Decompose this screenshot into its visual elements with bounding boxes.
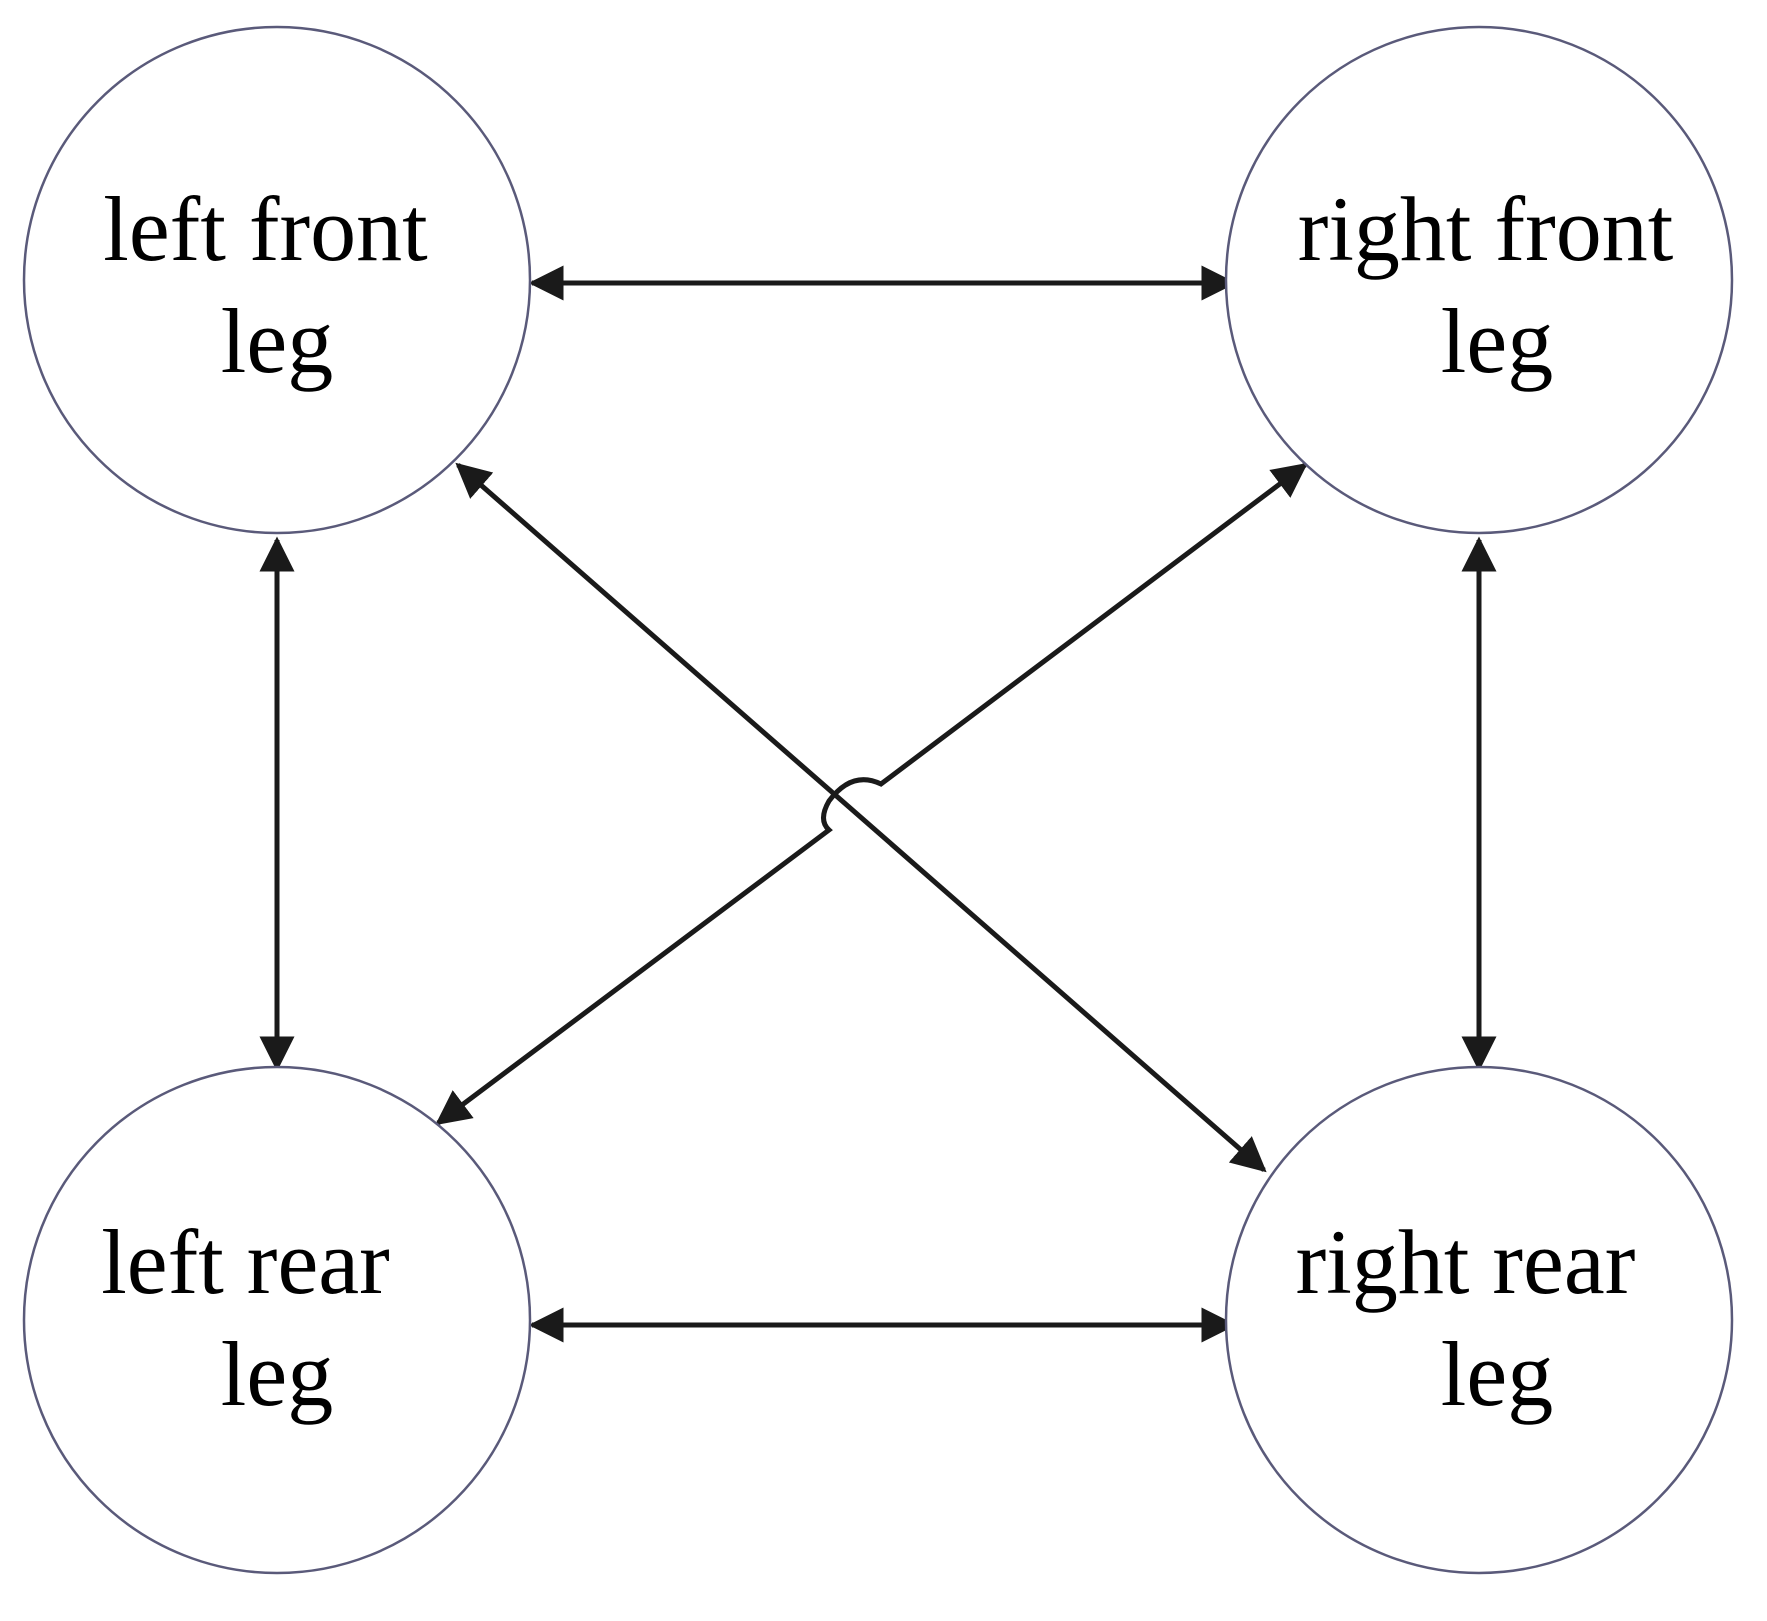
node-label-line-1: right front — [1298, 178, 1674, 280]
node-right-rear-leg: right rear leg — [1224, 1065, 1734, 1575]
node-circle — [22, 25, 532, 535]
svg-text:left rear leg: left rear leg — [101, 1211, 413, 1425]
node-circle — [22, 1065, 532, 1575]
edges — [259, 265, 1497, 1343]
edge-right-front-left-rear — [435, 462, 1308, 1126]
node-circle — [1224, 25, 1734, 535]
node-circle — [1224, 1065, 1734, 1575]
edge-left-front-right-rear — [455, 462, 1267, 1173]
node-left-rear-leg: left rear leg — [22, 1065, 532, 1575]
node-left-front-leg: left front leg — [22, 25, 532, 535]
node-label-line-2: leg — [1441, 1323, 1553, 1425]
node-label-line-1: left front — [103, 178, 428, 280]
node-label-line-1: left rear — [101, 1211, 390, 1313]
node-right-front-leg: right front leg — [1224, 25, 1734, 535]
node-label-line-2: leg — [1441, 290, 1553, 392]
svg-text:left front leg: left front leg — [103, 178, 450, 392]
node-label-line-1: right rear — [1296, 1211, 1636, 1313]
node-label-line-2: leg — [221, 1323, 333, 1425]
node-label-line-2: leg — [221, 290, 333, 392]
svg-text:right front leg: right front leg — [1298, 178, 1697, 392]
svg-text:right rear leg: right rear leg — [1296, 1211, 1659, 1425]
